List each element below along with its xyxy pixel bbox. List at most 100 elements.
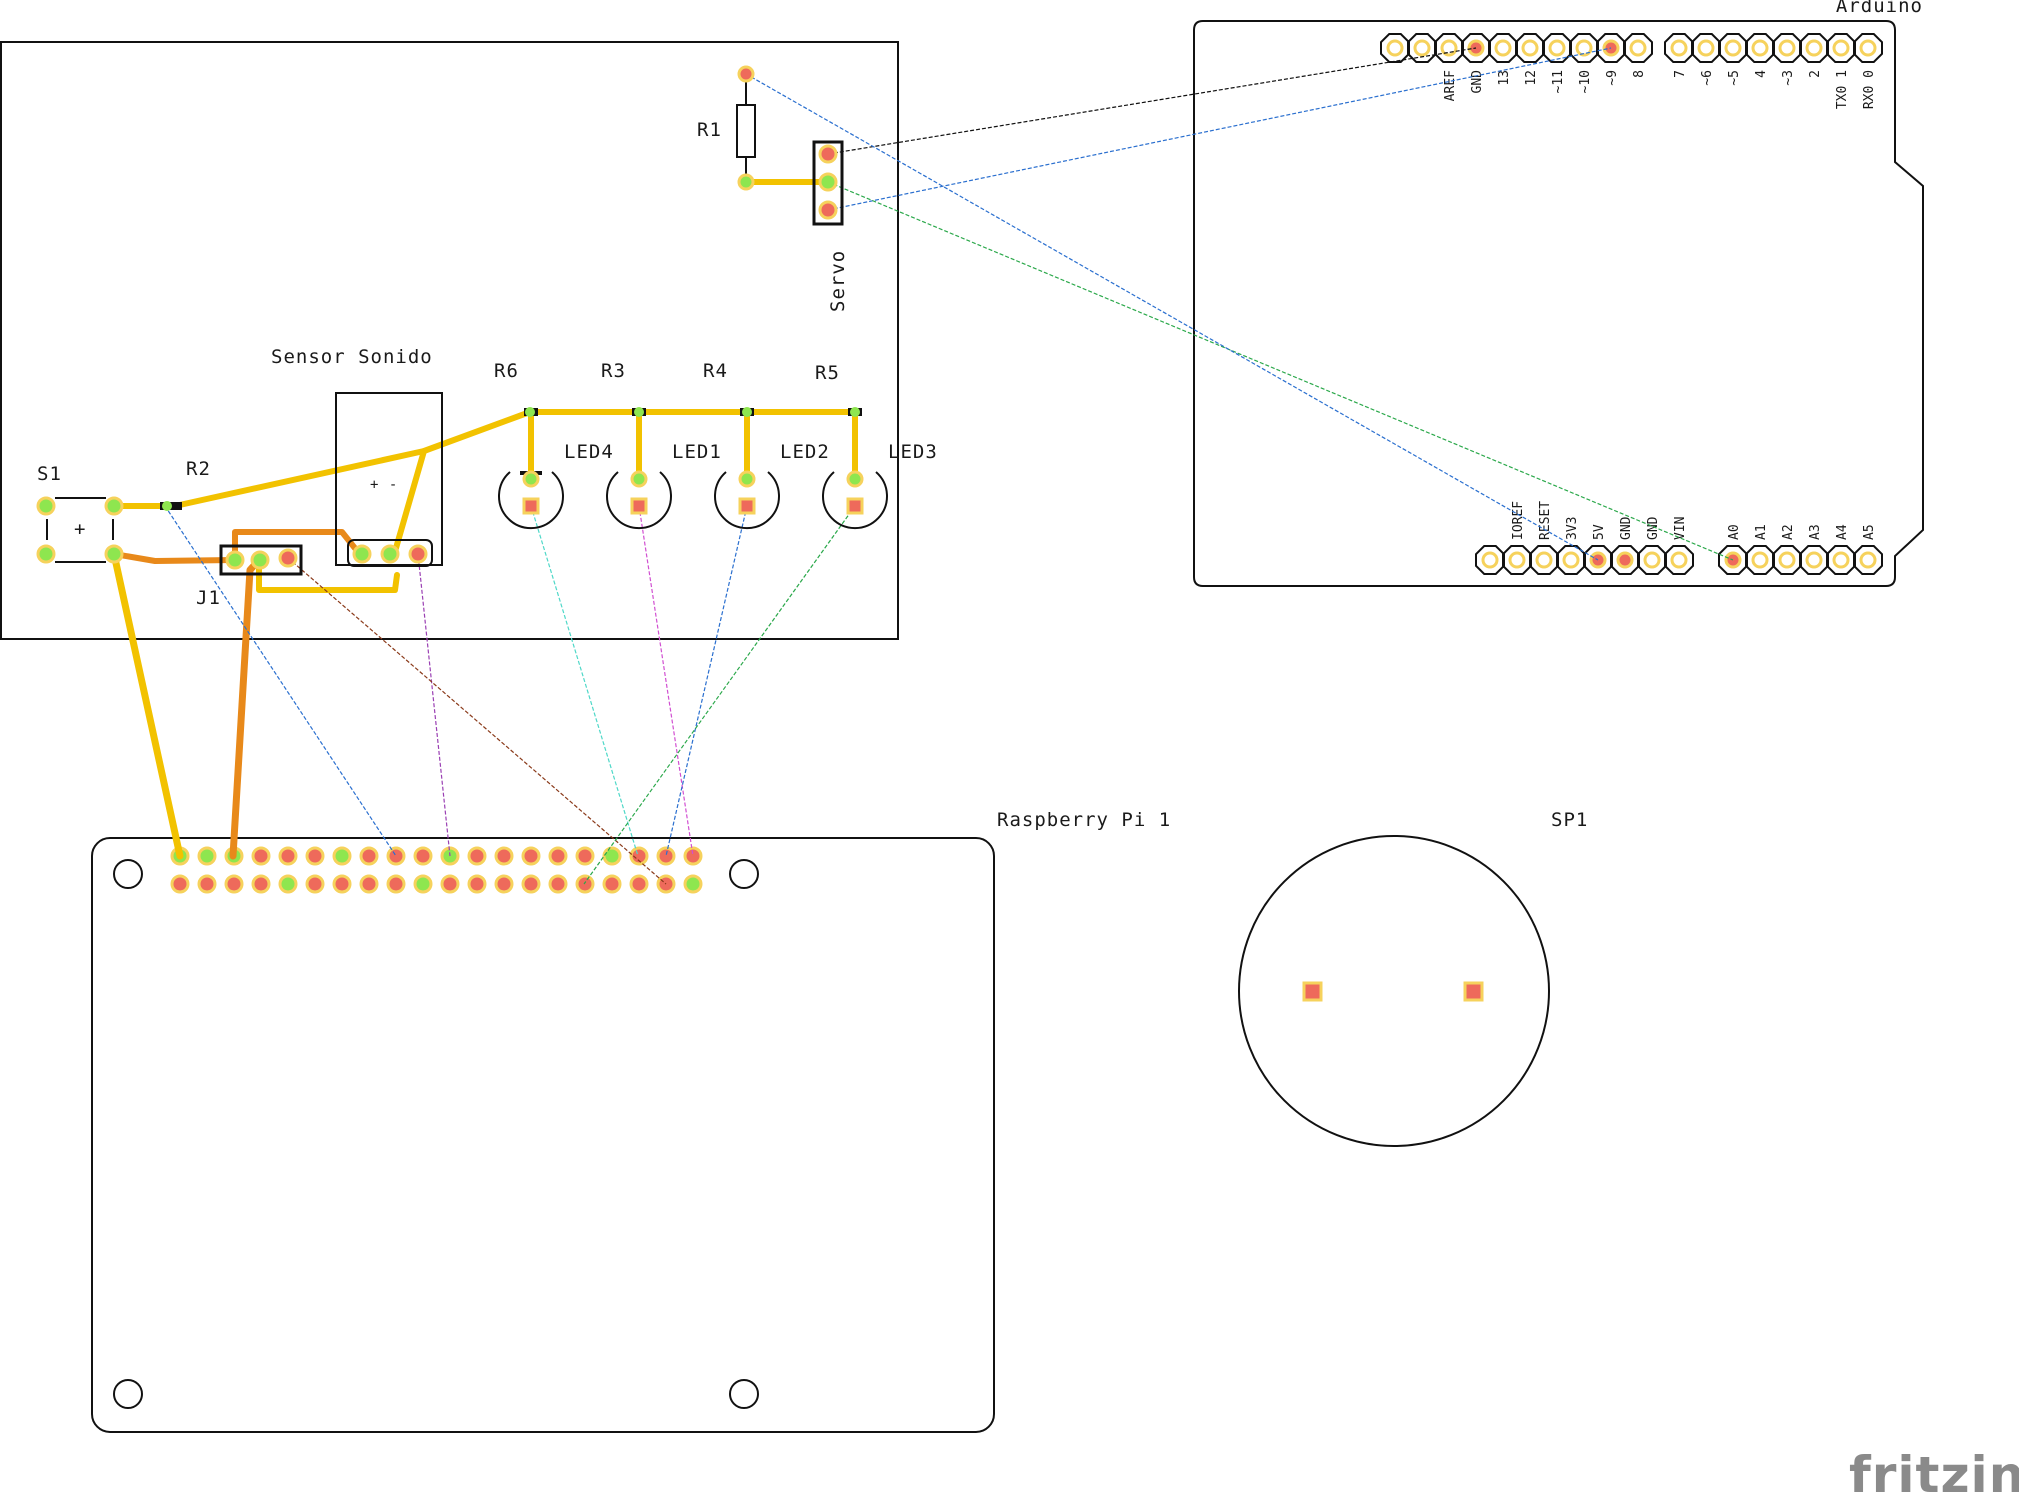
gpio-pin (683, 874, 703, 894)
gpio-pin (467, 874, 487, 894)
led4[interactable] (498, 470, 564, 530)
gpio-pin (197, 874, 217, 894)
trace-j1-rpi (229, 556, 263, 860)
j1-pad-1 (225, 550, 245, 570)
arduino-top-pin (1691, 33, 1721, 63)
sp1-pad-2 (1463, 981, 1484, 1002)
gpio-pin (251, 846, 271, 866)
sp1-pad-1 (1302, 981, 1323, 1002)
rat-sensor-rpi (417, 553, 451, 857)
arduino-top-pin (1826, 33, 1856, 63)
gpio-pin (359, 846, 379, 866)
arduino-top-pin (1772, 33, 1802, 63)
arduino-top-pin-label: TX0 1 (1835, 70, 1850, 109)
gpio-pin (197, 846, 217, 866)
rat-servo-arduino-gnd (827, 47, 1477, 155)
arduino-bottom-pin-label: A4 (1835, 524, 1850, 540)
rat-r1-arduino (745, 73, 1599, 561)
raspberry-board-outline (91, 837, 995, 1433)
s1-label: S1 (37, 463, 62, 485)
gpio-pin (521, 874, 541, 894)
s1-pad-3 (36, 544, 56, 564)
arduino-bottom-pin (1583, 545, 1613, 575)
arduino-board-outline (1193, 20, 1924, 587)
copper-traces (110, 179, 859, 860)
arduino-bottom-pin-label: GND (1646, 516, 1661, 540)
arduino-bottom-pin-label: A5 (1862, 524, 1877, 540)
arduino-top-pin (1664, 33, 1694, 63)
arduino-top-pin-label: ~6 (1700, 70, 1715, 86)
mount-hole-br (729, 1379, 759, 1409)
r3-label: R3 (601, 360, 626, 382)
arduino-bottom-pin (1610, 545, 1640, 575)
arduino-bottom-pin (1502, 545, 1532, 575)
r4-label: R4 (703, 360, 728, 382)
gpio-pin (413, 846, 433, 866)
gpio-pin (413, 874, 433, 894)
gpio-pin (305, 846, 325, 866)
sound-sensor[interactable] (335, 392, 443, 567)
r1-pad-2 (737, 173, 755, 191)
trace-rail-sensor (391, 409, 533, 558)
arduino-bottom-pin-label: RESET (1538, 501, 1553, 540)
arduino-top-pin-label: RX0 0 (1862, 70, 1877, 109)
servo-connector[interactable] (812, 140, 844, 226)
r5-label: R5 (815, 362, 840, 384)
gpio-pin (278, 846, 298, 866)
rat-led1-rpi (638, 505, 694, 857)
gpio-pin (575, 846, 595, 866)
gpio-pin (575, 874, 595, 894)
arduino-bottom-pin-label: A1 (1754, 524, 1769, 540)
sp1-title: SP1 (1551, 809, 1588, 831)
gpio-pin (332, 874, 352, 894)
trace-s1-rpi (110, 550, 184, 860)
gpio-pin (494, 846, 514, 866)
j1-pad-2 (250, 550, 270, 570)
arduino-top-pin (1434, 33, 1464, 63)
sensor-polarity-mark: + - (370, 477, 398, 493)
arduino-bottom-pin (1853, 545, 1883, 575)
arduino-bottom-pin (1745, 545, 1775, 575)
arduino-bottom-pin (1799, 545, 1829, 575)
arduino-top-pin-label: ~3 (1781, 70, 1796, 86)
gpio-pin (386, 846, 406, 866)
gpio-pin (629, 846, 649, 866)
raspberry-title: Raspberry Pi 1 (997, 809, 1171, 831)
gpio-pin (359, 874, 379, 894)
arduino-top-pin-label: 4 (1754, 70, 1769, 78)
gpio-pin (332, 846, 352, 866)
arduino-top-pin-label: 13 (1497, 70, 1512, 86)
arduino-bottom-pin-label: 3V3 (1565, 517, 1580, 540)
arduino-title: Arduino (1836, 0, 1923, 17)
arduino-bottom-pin-label: 5V (1592, 524, 1607, 540)
gpio-pin (521, 846, 541, 866)
fritzing-logo: fritzing (1849, 1446, 2019, 1503)
arduino-bottom-pin (1637, 545, 1667, 575)
r2-resistor[interactable] (160, 501, 182, 511)
arduino-top-pin-label: 2 (1808, 70, 1823, 78)
servo-pad-2 (818, 172, 838, 192)
r2-label: R2 (186, 458, 211, 480)
led2[interactable] (714, 470, 780, 530)
servo-label: Servo (827, 250, 849, 312)
led3[interactable] (822, 470, 888, 530)
r1-label: R1 (697, 119, 722, 141)
led1-label: LED1 (672, 441, 722, 463)
raspberry-gpio-header (170, 846, 703, 894)
r1-resistor[interactable] (736, 65, 756, 191)
arduino-top-pin-label: GND (1470, 70, 1485, 94)
mount-hole-tl (113, 859, 143, 889)
rat-led4-rpi (530, 505, 639, 857)
arduino-bottom-pin-label: VIN (1673, 517, 1688, 540)
led3-label: LED3 (888, 441, 938, 463)
rat-j1-rpi (287, 557, 667, 885)
led1[interactable] (606, 470, 672, 530)
gpio-pin (386, 874, 406, 894)
j1-connector[interactable] (219, 544, 303, 576)
pcb-outline (0, 41, 899, 640)
s1-switch[interactable] (36, 496, 124, 564)
s1-pad-1 (36, 496, 56, 516)
servo-pad-3 (818, 200, 838, 220)
